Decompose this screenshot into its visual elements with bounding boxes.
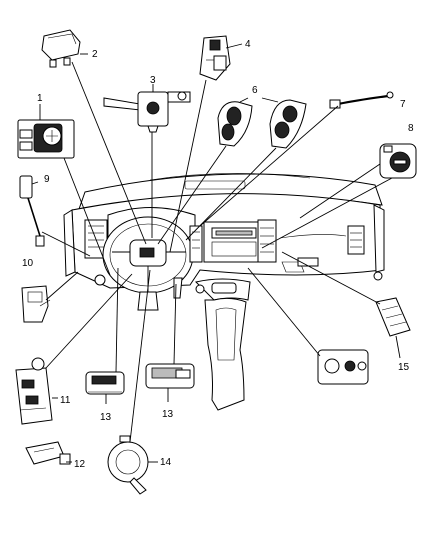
part-wire-sensor <box>329 91 394 109</box>
callout-13-right: 13 <box>162 409 174 420</box>
callout-labels: 1 2 3 4 6 7 8 9 10 11 12 13 13 14 15 <box>22 39 414 470</box>
part-power-outlet <box>379 143 417 179</box>
callout-1: 1 <box>37 93 43 104</box>
part-multifunction-switch <box>103 91 191 133</box>
callout-6: 6 <box>252 85 258 96</box>
part-antenna-lead <box>19 175 45 247</box>
part-switch-a <box>85 371 125 395</box>
callout-2: 2 <box>92 49 98 60</box>
part-bracket <box>21 285 51 323</box>
part-switch-pods <box>217 99 307 149</box>
dashboard-assembly <box>63 173 385 411</box>
part-hvac-control <box>317 349 369 385</box>
callout-14: 14 <box>160 457 172 468</box>
callout-12: 12 <box>74 459 86 470</box>
callout-7: 7 <box>400 99 406 110</box>
callout-9: 9 <box>44 174 50 185</box>
callout-10: 10 <box>22 258 34 269</box>
part-headlamp-switch <box>17 119 75 159</box>
part-small-bracket <box>25 441 71 465</box>
part-resistor-block <box>375 297 411 337</box>
part-control-module <box>15 357 53 425</box>
callout-15: 15 <box>398 362 410 373</box>
leader-lines <box>31 43 401 463</box>
callout-8: 8 <box>408 123 414 134</box>
part-switch-b <box>145 363 195 389</box>
callout-11: 11 <box>60 395 71 406</box>
part-ignition-switch <box>199 35 231 81</box>
callout-3: 3 <box>150 75 156 86</box>
part-clockspring <box>107 435 149 495</box>
part-airbag-module <box>41 29 81 68</box>
callout-13-left: 13 <box>100 412 112 423</box>
callout-4: 4 <box>245 39 251 50</box>
